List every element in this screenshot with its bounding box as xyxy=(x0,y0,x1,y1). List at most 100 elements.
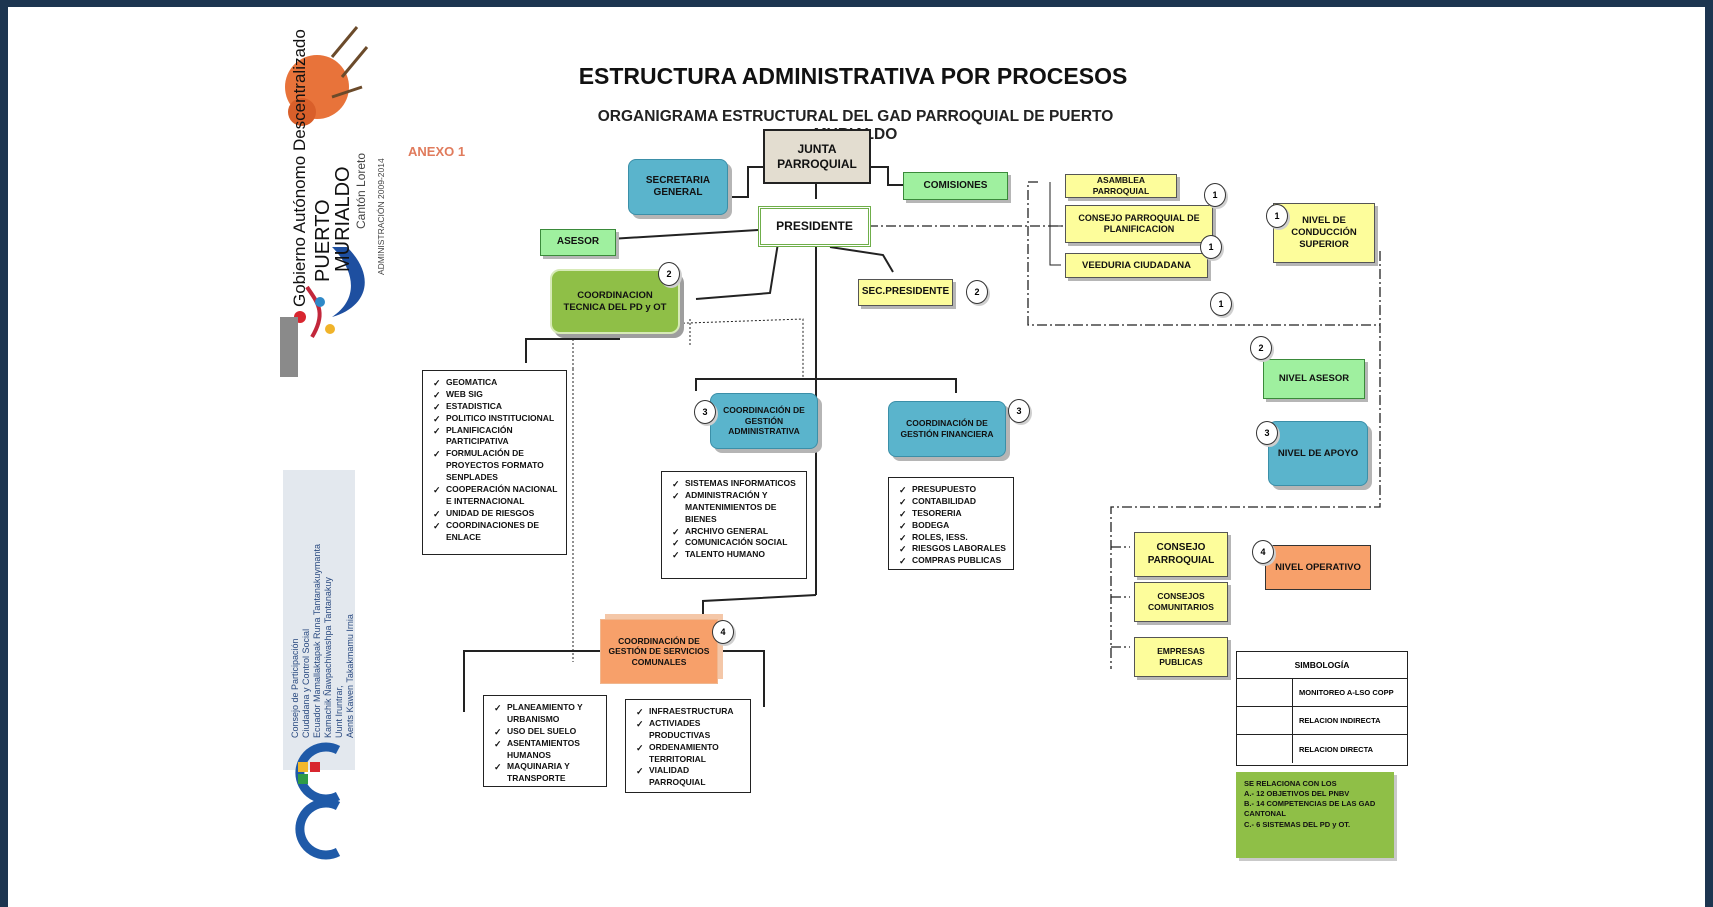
list-item: COOPERACIÓN NACIONAL E INTERNACIONAL xyxy=(433,484,560,508)
legend-simbologia: SIMBOLOGÍA MONITOREO A-LSO COPP RELACION… xyxy=(1236,651,1408,766)
list-item: BODEGA xyxy=(899,520,1007,532)
badge-level-apoyo: 3 xyxy=(1256,421,1278,445)
org-chart-page: ESTRUCTURA ADMINISTRATIVA POR PROCESOS O… xyxy=(8,7,1705,907)
node-coordinacion-servicios-comunales: COORDINACIÓN DE GESTIÓN DE SERVICIOS COM… xyxy=(600,619,718,684)
node-consejos-comunitarios: CONSEJOS COMUNITARIOS xyxy=(1134,582,1228,622)
level-apoyo: NIVEL DE APOYO xyxy=(1268,421,1368,486)
legend-row: MONITOREO A-LSO COPP xyxy=(1237,679,1407,707)
cpccs-mark-icon xyxy=(295,742,341,860)
list-item: ACTIVIADES PRODUCTIVAS xyxy=(636,718,744,742)
list-item: UNIDAD DE RIESGOS xyxy=(433,508,560,520)
list-item: ADMINISTRACIÓN Y MANTENIMIENTOS DE BIENE… xyxy=(672,490,800,526)
list-item: COMPRAS PUBLICAS xyxy=(899,555,1007,567)
list-item: PLANEAMIENTO Y URBANISMO xyxy=(494,702,600,726)
list-item: FORMULACIÓN DE PROYECTOS FORMATO SENPLAD… xyxy=(433,448,560,484)
node-asamblea-parroquial: ASAMBLEA PARROQUIAL xyxy=(1065,174,1177,198)
cpccs-line-4: Kamachik Ñawpachiwashpa Tantanakuy xyxy=(323,577,333,738)
node-veeduria-ciudadana: VEEDURIA CIUDADANA xyxy=(1065,253,1208,278)
list-item: VIALIDAD PARROQUIAL xyxy=(636,765,744,789)
list-item: RIESGOS LABORALES xyxy=(899,543,1007,555)
list-item: TESORERIA xyxy=(899,508,1007,520)
list-item: ORDENAMIENTO TERRITORIAL xyxy=(636,742,744,766)
list-item: WEB SIG xyxy=(433,389,560,401)
legend-symbol-dotted xyxy=(1237,679,1293,706)
legend-label-indirecta: RELACION INDIRECTA xyxy=(1299,716,1381,725)
legend-title: SIMBOLOGÍA xyxy=(1237,652,1407,679)
node-consejo-parroquial: CONSEJO PARROQUIAL xyxy=(1134,532,1228,577)
node-junta-parroquial: JUNTA PARROQUIAL xyxy=(763,129,871,184)
list-item: POLITICO INSTITUCIONAL xyxy=(433,413,560,425)
badge-comunales: 4 xyxy=(712,620,734,644)
badge-level-conduccion: 1 xyxy=(1266,204,1288,228)
cpccs-line-6: Aents Kawen Takakmamu Irnia xyxy=(345,614,355,738)
list-servicios-comunales-b: INFRAESTRUCTURA ACTIVIADES PRODUCTIVAS O… xyxy=(625,699,751,793)
gad-logo: Gobierno Autónomo Descentralizado PUERTO… xyxy=(272,17,397,377)
list-coordinacion-tecnica: GEOMATICA WEB SIG ESTADISTICA POLITICO I… xyxy=(422,370,567,555)
gad-logo-text-large: Gobierno Autónomo Descentralizado xyxy=(290,29,309,307)
legend-row: RELACION DIRECTA xyxy=(1237,735,1407,763)
cpccs-logo: Consejo de Participación Ciudadana y Con… xyxy=(278,470,362,870)
legend-label-directa: RELACION DIRECTA xyxy=(1299,744,1374,754)
gad-logo-text-canton: Cantón Loreto xyxy=(354,152,368,229)
legend-label-monitoreo: MONITOREO A-LSO COPP xyxy=(1299,688,1394,697)
node-empresas-publicas: EMPRESAS PUBLICAS xyxy=(1134,637,1228,677)
list-item: GEOMATICA xyxy=(433,377,560,389)
list-servicios-comunales-a: PLANEAMIENTO Y URBANISMO USO DEL SUELO A… xyxy=(483,695,607,787)
list-item: ESTADISTICA xyxy=(433,401,560,413)
node-coordinacion-financiera: COORDINACIÓN DE GESTIÓN FINANCIERA xyxy=(888,401,1006,457)
node-asesor: ASESOR xyxy=(540,229,616,256)
relation-note: SE RELACIONA CON LOS A.- 12 OBJETIVOS DE… xyxy=(1236,772,1394,858)
gad-logo-text-admin: ADMINISTRACIÓN 2009-2014 xyxy=(376,158,386,275)
legend-symbol-dashdot xyxy=(1237,707,1293,734)
list-gestion-financiera: PRESUPUESTO CONTABILIDAD TESORERIA BODEG… xyxy=(888,477,1014,570)
annex-label: ANEXO 1 xyxy=(408,144,466,159)
gad-logo-text-place2: MURIALDO xyxy=(332,166,354,272)
list-item: TALENTO HUMANO xyxy=(672,549,800,561)
note-line: B.- 14 COMPETENCIAS DE LAS GAD CANTONAL xyxy=(1244,799,1376,819)
badge-level-asesor: 2 xyxy=(1250,336,1272,360)
cpccs-line-2: Ciudadana y Control Social xyxy=(301,628,311,738)
note-line: C.- 6 SISTEMAS DEL PD y OT. xyxy=(1244,819,1351,829)
legend-row: RELACION INDIRECTA xyxy=(1237,707,1407,735)
node-coordinacion-administrativa: COORDINACIÓN DE GESTIÓN ADMINISTRATIVA xyxy=(710,393,818,449)
list-item: MAQUINARIA Y TRANSPORTE xyxy=(494,761,600,785)
badge-asamblea: 1 xyxy=(1204,183,1226,207)
badge-coordinacion-tecnica: 2 xyxy=(658,262,680,286)
list-gestion-administrativa: SISTEMAS INFORMATICOS ADMINISTRACIÓN Y M… xyxy=(661,471,807,579)
node-coordinacion-tecnica: COORDINACION TECNICA DEL PD y OT xyxy=(550,269,680,334)
legend-symbol-solid xyxy=(1237,735,1293,763)
list-item: USO DEL SUELO xyxy=(494,726,600,738)
node-secretaria-general: SECRETARIA GENERAL xyxy=(628,159,728,215)
cpccs-line-3: Ecuador Mamallaktapak Runa Tantanakuyman… xyxy=(312,544,322,738)
level-operativo: NIVEL OPERATIVO xyxy=(1265,545,1371,590)
list-item: ASENTAMIENTOS HUMANOS xyxy=(494,738,600,762)
level-conduccion-superior: NIVEL DE CONDUCCIÓN SUPERIOR xyxy=(1273,203,1375,263)
tree-sun-icon xyxy=(280,26,369,377)
list-item: INFRAESTRUCTURA xyxy=(636,706,744,718)
level-asesor: NIVEL ASESOR xyxy=(1263,359,1365,399)
cpccs-line-5: Uunt Iruntrar, xyxy=(334,685,344,738)
list-item: PLANIFICACIÓN PARTICIPATIVA xyxy=(433,425,560,449)
cpccs-logo-panel xyxy=(283,470,355,770)
node-comisiones: COMISIONES xyxy=(903,172,1008,200)
list-item: SISTEMAS INFORMATICOS xyxy=(672,478,800,490)
list-item: PRESUPUESTO xyxy=(899,484,1007,496)
badge-level-operativo: 4 xyxy=(1252,540,1274,564)
list-item: CONTABILIDAD xyxy=(899,496,1007,508)
badge-financiera: 3 xyxy=(1008,399,1030,423)
badge-consejo-planificacion: 1 xyxy=(1200,235,1222,259)
note-line: SE RELACIONA CON LOS xyxy=(1244,779,1337,788)
list-item: ARCHIVO GENERAL xyxy=(672,526,800,538)
node-sec-presidente: SEC.PRESIDENTE xyxy=(858,279,953,306)
badge-left-bracket: 1 xyxy=(1210,292,1232,316)
badge-administrativa: 3 xyxy=(694,400,716,424)
node-consejo-planificacion: CONSEJO PARROQUIAL DE PLANIFICACION xyxy=(1065,205,1213,243)
chart-title: ESTRUCTURA ADMINISTRATIVA POR PROCESOS xyxy=(578,63,1128,89)
note-line: A.- 12 OBJETIVOS DEL PNBV xyxy=(1244,789,1350,799)
cpccs-line-1: Consejo de Participación xyxy=(290,638,300,738)
node-presidente: PRESIDENTE xyxy=(758,206,871,247)
list-item: COORDINACIONES DE ENLACE xyxy=(433,520,560,544)
list-item: ROLES, IESS. xyxy=(899,532,1007,544)
list-item: COMUNICACIÓN SOCIAL xyxy=(672,537,800,549)
badge-sec-presidente: 2 xyxy=(966,280,988,304)
